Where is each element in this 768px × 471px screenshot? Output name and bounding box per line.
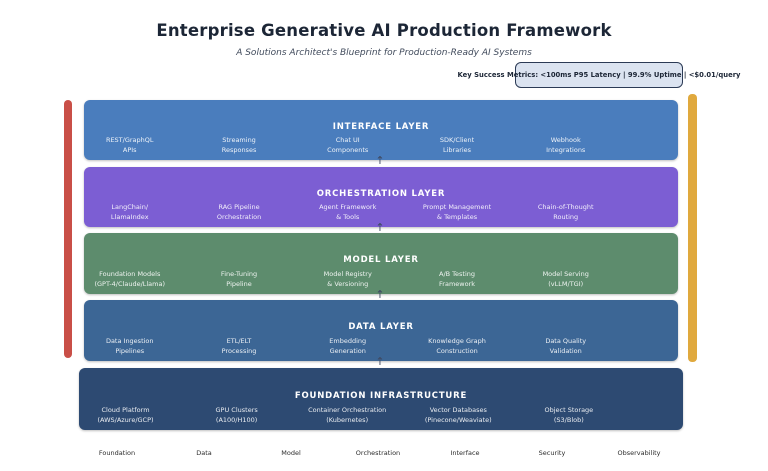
axis-label-orchestration: Orchestration [355,449,401,457]
up-arrow-icon: ↑ [375,221,385,234]
layer-item: Fine-Tuning Pipeline [220,270,258,288]
layer-item: Data Quality Validation [545,337,587,355]
layer-item: GPU Clusters (A100/H100) [215,406,258,424]
layer-item: RAG Pipeline Orchestration [216,203,262,221]
layer-item: Prompt Management & Templates [422,203,492,221]
up-arrow-icon: ↑ [375,154,385,167]
layer-item: Knowledge Graph Construction [428,337,486,355]
layer-interface: INTERFACE LAYER REST/GraphQL APIs Streamin… [84,100,678,160]
layer-item: Model Serving (vLLM/TGI) [542,270,589,288]
left-accent-bar [64,100,72,358]
page-title: Enterprise Generative AI Production Fram… [156,21,612,40]
layer-item: Embedding Generation [329,337,367,355]
layer-model: MODEL LAYER Foundation Models (GPT-4/Clau… [84,233,678,294]
layer-title-foundation-infrastructure: FOUNDATION INFRASTRUCTURE [294,390,468,401]
layer-orchestration: ORCHESTRATION LAYER LangChain/ LlamaIndex… [84,167,678,227]
layer-item: A/B Testing Framework [439,270,476,288]
layer-item: SDK/Client Libraries [439,136,475,154]
layer-data: DATA LAYER Data Ingestion Pipelines ETL/EL… [84,300,678,361]
axis-label-security: Security [538,449,566,457]
key-metrics-badge: Key Success Metrics: <100ms P95 Latency … [458,62,740,88]
layer-item: Container Orchestration (Kubernetes) [308,406,387,424]
key-metrics-text: Key Success Metrics: <100ms P95 Latency … [457,71,741,79]
layer-title-interface: INTERFACE LAYER [332,122,430,132]
axis-label-foundation: Foundation [98,449,136,457]
up-arrow-icon: ↑ [375,355,385,368]
layer-item: Model Registry & Versioning [323,270,372,288]
layer-item: LangChain/ LlamaIndex [110,203,149,221]
axis-label-interface: Interface [450,449,480,457]
layer-item: Streaming Responses [221,136,257,154]
layer-title-data: DATA LAYER [348,322,414,333]
page-subtitle: A Solutions Architect's Blueprint for Pr… [236,48,532,58]
layer-item: Vector Databases (Pinecone/Weaviate) [424,406,492,424]
layer-item: ETL/ELT Processing [221,337,257,355]
layer-item: Agent Framework & Tools [319,203,377,221]
layer-item: Cloud Platform (AWS/Azure/GCP) [97,406,154,424]
layer-title-model: MODEL LAYER [343,255,419,266]
layer-title-orchestration: ORCHESTRATION LAYER [316,189,446,199]
layer-item: Webhook Integrations [546,136,586,154]
layer-item: Foundation Models (GPT-4/Claude/Llama) [94,270,166,288]
axis-label-model: Model [281,449,301,457]
axis-label-data: Data [196,449,212,457]
right-accent-bar [688,94,697,362]
axis-label-observability: Observability [617,449,661,457]
up-arrow-icon: ↑ [375,288,385,301]
layer-item: REST/GraphQL APIs [105,136,154,154]
layer-item: Chain-of-Thought Routing [537,203,594,221]
layer-foundation-infrastructure: FOUNDATION INFRASTRUCTURE Cloud Platform … [79,368,683,430]
layer-item: Data Ingestion Pipelines [105,337,154,355]
layer-item: Chat UI Components [327,136,369,154]
layer-item: Object Storage (S3/Blob) [544,406,594,424]
